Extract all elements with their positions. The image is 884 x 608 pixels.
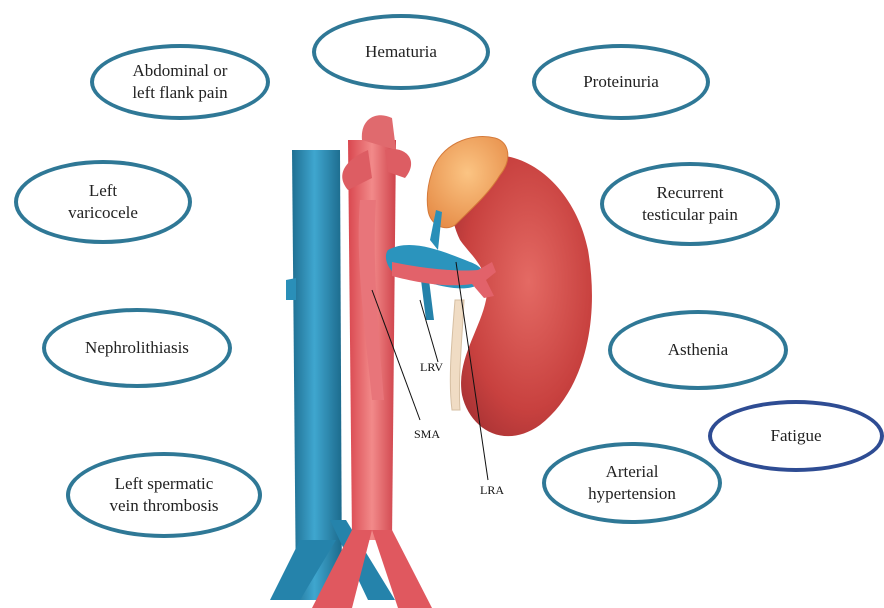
symptom-left-spermatic-vein-thrombosis: Left spermatic vein thrombosis (66, 452, 262, 538)
symptom-abdominal-flank-pain: Abdominal or left flank pain (90, 44, 270, 120)
lrv-label: LRV (420, 360, 443, 374)
symptom-fatigue: Fatigue (708, 400, 884, 472)
symptom-asthenia: Asthenia (608, 310, 788, 390)
symptom-hematuria: Hematuria (312, 14, 490, 90)
symptom-left-varicocele: Left varicocele (14, 160, 192, 244)
symptom-recurrent-testicular-pain: Recurrent testicular pain (600, 162, 780, 246)
sma-label: SMA (414, 427, 440, 441)
lra-label: LRA (480, 483, 504, 497)
symptom-proteinuria: Proteinuria (532, 44, 710, 120)
symptom-nephrolithiasis: Nephrolithiasis (42, 308, 232, 388)
symptom-arterial-hypertension: Arterial hypertension (542, 442, 722, 524)
